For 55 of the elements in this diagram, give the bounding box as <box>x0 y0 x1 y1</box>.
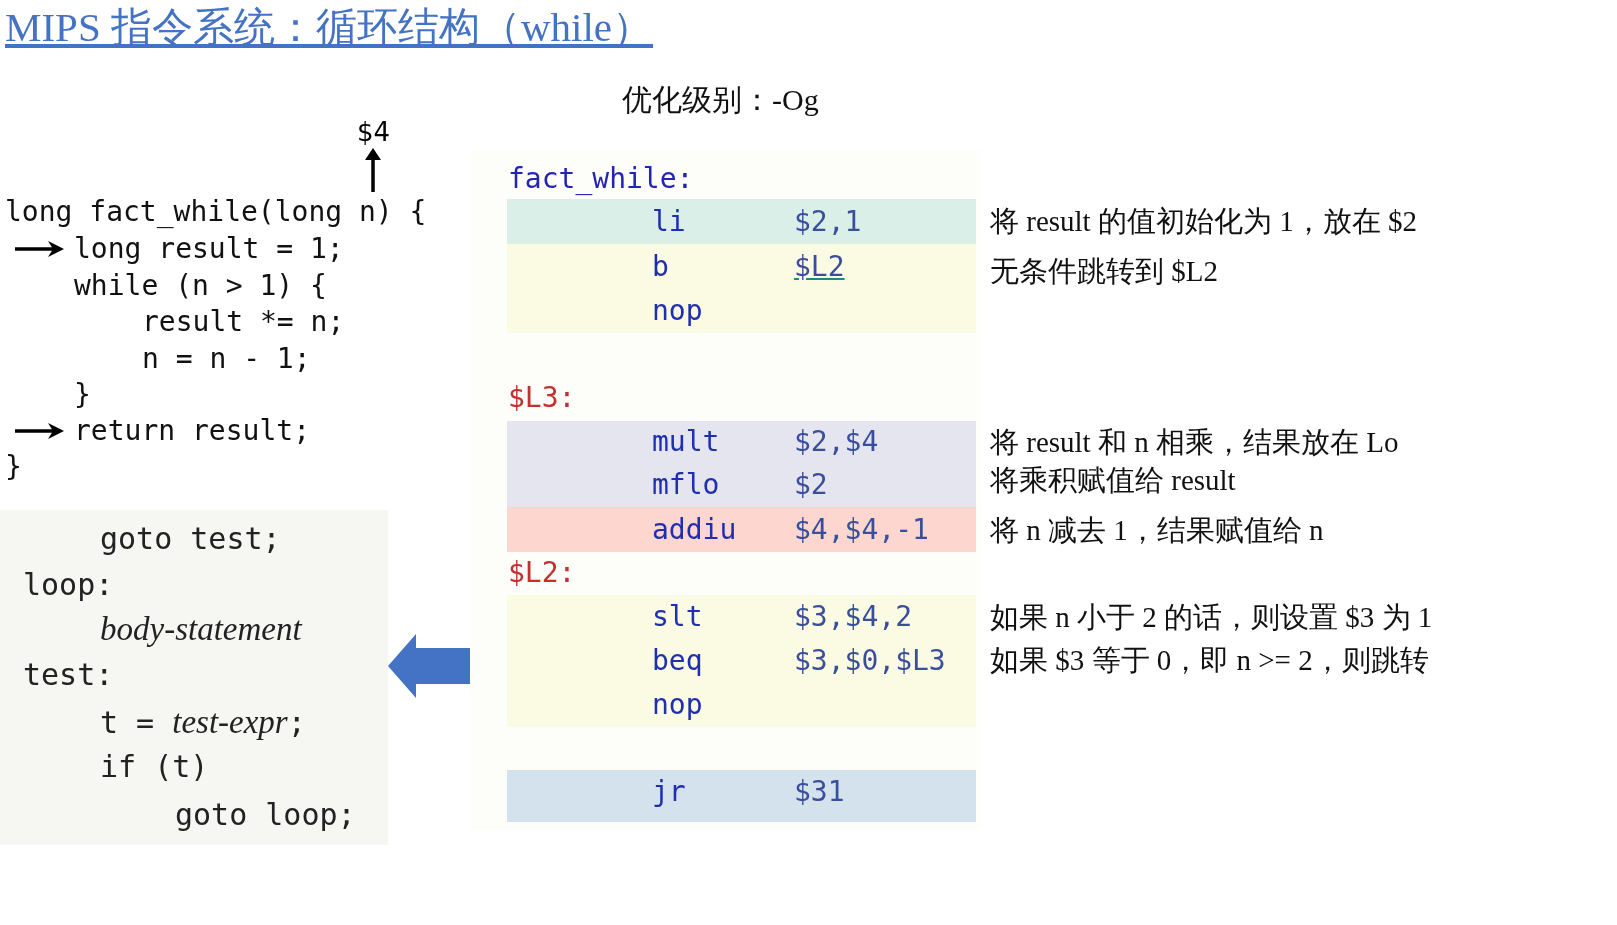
code-line: body-statement <box>100 610 302 649</box>
register-label: $4 <box>352 116 394 148</box>
instruction-mnemonic: nop <box>652 687 703 723</box>
instruction-mnemonic: addiu <box>652 512 737 548</box>
instruction-mnemonic: li <box>652 204 686 240</box>
instruction-band <box>507 770 976 822</box>
code-line: loop: <box>23 566 114 604</box>
function-label: fact_while: <box>508 161 694 197</box>
block-arrow <box>388 634 470 698</box>
code-line: test: <box>23 656 114 694</box>
code-line: long fact_while(long n) { <box>3 192 423 232</box>
title: MIPS 指令系统：循环结构（while） <box>5 3 655 52</box>
code-line: t = test-expr; <box>100 703 306 742</box>
instruction-band <box>507 199 976 244</box>
comment: 如果 n 小于 2 的话，则设置 $3 为 1 <box>990 600 1433 635</box>
code-line: } <box>74 377 91 413</box>
code-line: while (n > 1) { <box>74 268 327 304</box>
comment: 如果 $3 等于 0，即 n >= 2，则跳转 <box>990 643 1429 678</box>
code-label: $L2: <box>508 555 576 591</box>
instruction-mnemonic: mflo <box>652 467 720 503</box>
arrow <box>365 148 381 192</box>
code-line: n = n - 1; <box>142 341 311 377</box>
code-line: } <box>5 449 22 485</box>
comment: 将 result 和 n 相乘，结果放在 Lo <box>990 425 1399 460</box>
comment: 将 n 减去 1，结果赋值给 n <box>990 513 1324 548</box>
instruction-operand: $2,1 <box>794 204 862 240</box>
instruction-mnemonic: nop <box>652 293 703 329</box>
code-line: if (t) <box>100 748 209 786</box>
instruction-mnemonic: slt <box>652 599 703 635</box>
instruction-mnemonic: beq <box>652 643 703 679</box>
instruction-operand: $2,$4 <box>794 424 879 460</box>
instruction-mnemonic: mult <box>652 424 720 460</box>
comment: 无条件跳转到 $L2 <box>990 254 1218 289</box>
heading: 优化级别：-Og <box>622 82 819 118</box>
instruction-operand: $3,$0,$L3 <box>794 643 946 679</box>
comment: 将乘积赋值给 result <box>990 463 1236 498</box>
code-panel <box>0 510 388 845</box>
code-label: $L3: <box>508 380 576 416</box>
instruction-band <box>507 244 976 333</box>
instruction-operand: $3,$4,2 <box>794 599 912 635</box>
code-line: goto test; <box>100 520 281 558</box>
instruction-operand: $2 <box>794 467 828 503</box>
comment: 将 result 的值初始化为 1，放在 $2 <box>990 204 1417 239</box>
instruction-band <box>507 421 976 507</box>
instruction-operand: $31 <box>794 774 845 810</box>
instruction-operand: $L2 <box>794 249 845 285</box>
code-line: long result = 1; <box>74 231 344 267</box>
assembly-panel <box>470 150 980 830</box>
code-line: result *= n; <box>142 304 345 340</box>
instruction-mnemonic: jr <box>652 774 686 810</box>
code-line: return result; <box>74 413 310 449</box>
instruction-band <box>507 507 976 552</box>
code-line: goto loop; <box>175 796 356 834</box>
instruction-operand: $4,$4,-1 <box>794 512 929 548</box>
instruction-mnemonic: b <box>652 249 669 285</box>
